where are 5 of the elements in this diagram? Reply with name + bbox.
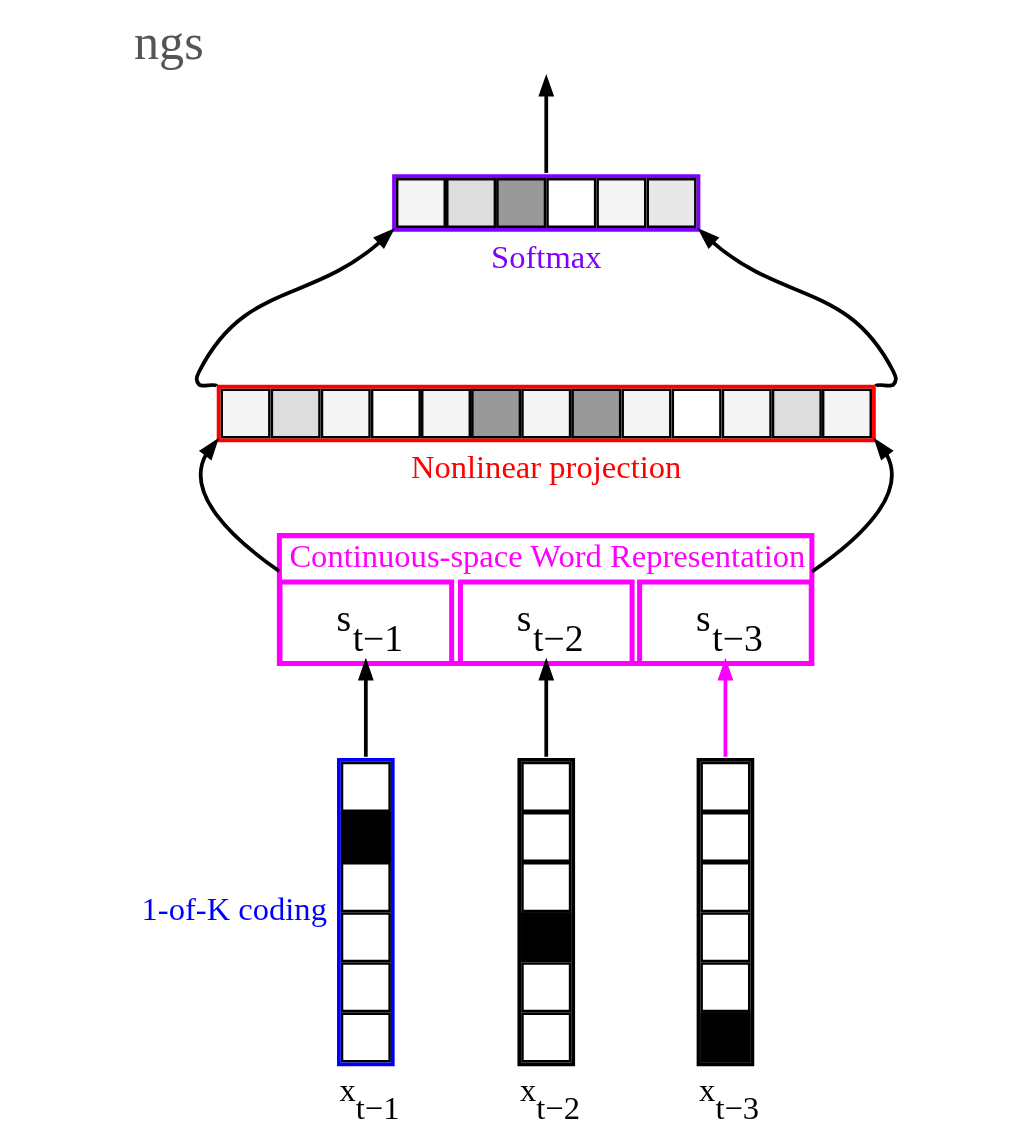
node-label: 1-of-K coding xyxy=(141,891,327,928)
node-label: Softmax xyxy=(491,238,602,275)
node-label: Nonlinear projection xyxy=(410,449,682,486)
node-label: Continuous-space Word Representation xyxy=(289,537,806,574)
diagram-title: ngs xyxy=(134,13,204,70)
